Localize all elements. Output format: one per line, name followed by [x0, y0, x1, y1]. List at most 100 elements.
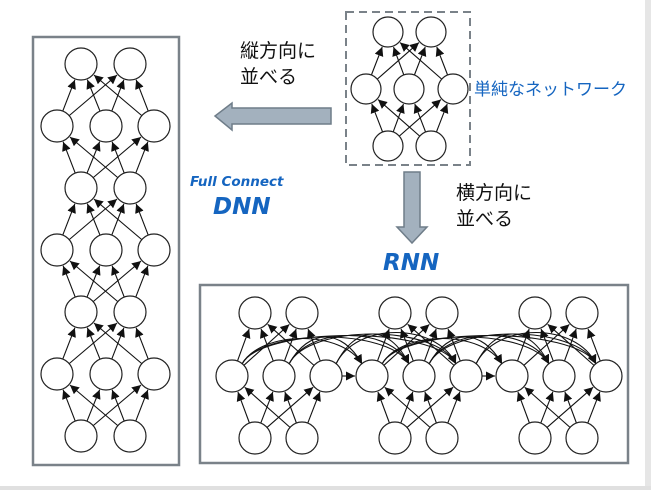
hidden-node	[89, 109, 123, 143]
connection-edge	[370, 46, 384, 76]
connection-edge	[435, 103, 449, 133]
connection-edge	[135, 141, 149, 174]
recurrent-edge	[335, 333, 410, 365]
connection-edge	[92, 136, 142, 179]
connection-edge	[267, 323, 315, 366]
connection-edge	[135, 389, 149, 422]
hidden-node	[262, 359, 296, 393]
connection-edge	[244, 386, 291, 428]
connection-edge	[62, 327, 76, 360]
hidden-node	[589, 359, 623, 393]
input-node	[285, 421, 319, 455]
connection-edge	[587, 328, 601, 362]
horizontal-stack-label-line1: 横方向に	[456, 182, 532, 204]
output-node	[378, 296, 412, 330]
hidden-node	[309, 359, 343, 393]
connection-edge	[563, 391, 577, 424]
horizontal-stack-label-line2: 並べる	[456, 208, 513, 230]
connection-edge	[236, 391, 250, 424]
dnn-label: DNN	[213, 194, 271, 220]
output-node	[565, 296, 599, 330]
connection-edge	[62, 389, 76, 422]
hidden-node	[437, 73, 469, 105]
hidden-node	[89, 357, 123, 391]
input-node	[372, 130, 404, 162]
connection-edge	[447, 328, 461, 362]
connection-edge	[135, 79, 149, 112]
connection-edge	[62, 79, 76, 112]
connection-edge	[283, 391, 297, 424]
hidden-node	[40, 357, 74, 391]
simple-network	[350, 16, 469, 162]
hidden-node	[113, 295, 147, 329]
connection-edge	[435, 46, 449, 76]
output-node	[113, 47, 147, 81]
left-arrow-icon	[213, 101, 332, 132]
rnn-network	[215, 296, 623, 455]
connection-edge	[307, 391, 321, 424]
hidden-node	[89, 233, 123, 267]
hidden-node	[393, 73, 425, 105]
rnn-label: RNN	[383, 250, 439, 276]
connection-edge	[111, 265, 125, 298]
connection-edge	[62, 203, 76, 236]
hidden-node	[64, 171, 98, 205]
hidden-node	[40, 233, 74, 267]
dnn-network	[40, 47, 171, 453]
connection-edge	[447, 391, 461, 424]
output-node	[285, 296, 319, 330]
connection-edge	[86, 203, 101, 236]
connection-edge	[413, 46, 427, 76]
connection-edge	[135, 203, 149, 236]
connection-edge	[392, 46, 405, 76]
connection-edge	[135, 327, 149, 360]
recurrent-edge	[475, 333, 550, 365]
dnn-box	[31, 35, 181, 467]
connection-edge	[135, 265, 149, 298]
vertical-stack-label-line2: 並べる	[240, 66, 297, 88]
hidden-node	[137, 109, 171, 143]
connection-edge	[93, 322, 143, 365]
input-node	[378, 421, 412, 455]
recurrent-edge	[475, 331, 597, 365]
full-connect-label: Full Connect	[190, 174, 284, 190]
connection-edge	[407, 323, 455, 366]
output-node	[425, 296, 459, 330]
connection-edge	[377, 99, 421, 137]
hidden-node	[137, 357, 171, 391]
hidden-node	[64, 295, 98, 329]
hidden-node	[402, 359, 436, 393]
connection-edge	[399, 42, 443, 80]
connection-edge	[587, 391, 601, 424]
hidden-node	[542, 359, 576, 393]
hidden-node	[449, 359, 483, 393]
output-node	[518, 296, 552, 330]
connection-edge	[69, 136, 119, 179]
connection-edge	[111, 141, 125, 174]
hidden-node	[355, 359, 389, 393]
connection-edge	[524, 386, 571, 428]
connection-edge	[540, 328, 554, 362]
input-node	[415, 130, 447, 162]
connection-edge	[547, 323, 595, 366]
connection-edge	[92, 384, 142, 427]
output-node	[372, 16, 404, 48]
connection-edge	[384, 386, 431, 428]
connection-edge	[92, 260, 142, 303]
connection-edge	[62, 265, 76, 298]
hidden-node	[113, 171, 147, 205]
simple-network-label: 単純なネットワーク	[474, 80, 627, 100]
connection-edge	[376, 391, 390, 424]
simple-network-box	[345, 11, 471, 166]
connection-edge	[86, 327, 101, 360]
connection-edge	[111, 389, 125, 422]
input-node	[425, 421, 459, 455]
connection-edge	[307, 328, 321, 362]
connection-edge	[516, 391, 530, 424]
connection-edge	[86, 79, 101, 112]
window-frame-bottom	[0, 486, 651, 490]
input-node	[565, 421, 599, 455]
connection-edge	[423, 391, 437, 424]
recurrent-edge	[381, 335, 597, 365]
